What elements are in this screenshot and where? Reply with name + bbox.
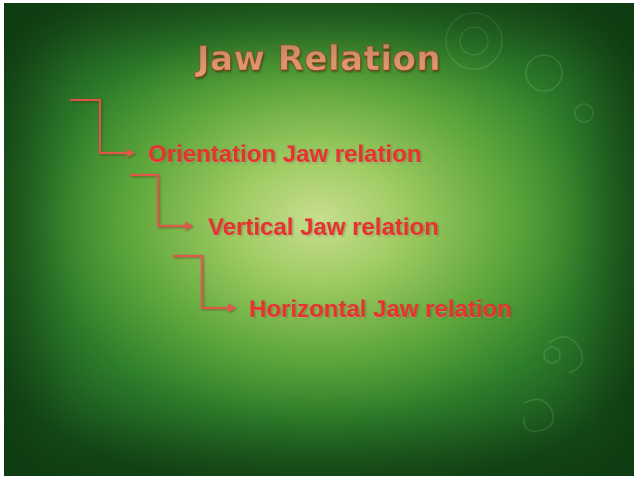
bent-arrow-icon — [130, 173, 193, 231]
list-item-horizontal: Horizontal Jaw relation — [249, 296, 512, 323]
list-item-vertical: Vertical Jaw relation — [208, 214, 439, 241]
list-item-orientation: Orientation Jaw relation — [148, 141, 422, 168]
bent-arrow-icon — [70, 98, 135, 158]
connector-arrows — [70, 98, 236, 313]
bent-arrow-icon — [173, 254, 236, 313]
slide-title: Jaw Relation — [196, 39, 442, 80]
slide: Jaw Relation Orientation Jaw relation Ve… — [4, 3, 634, 476]
